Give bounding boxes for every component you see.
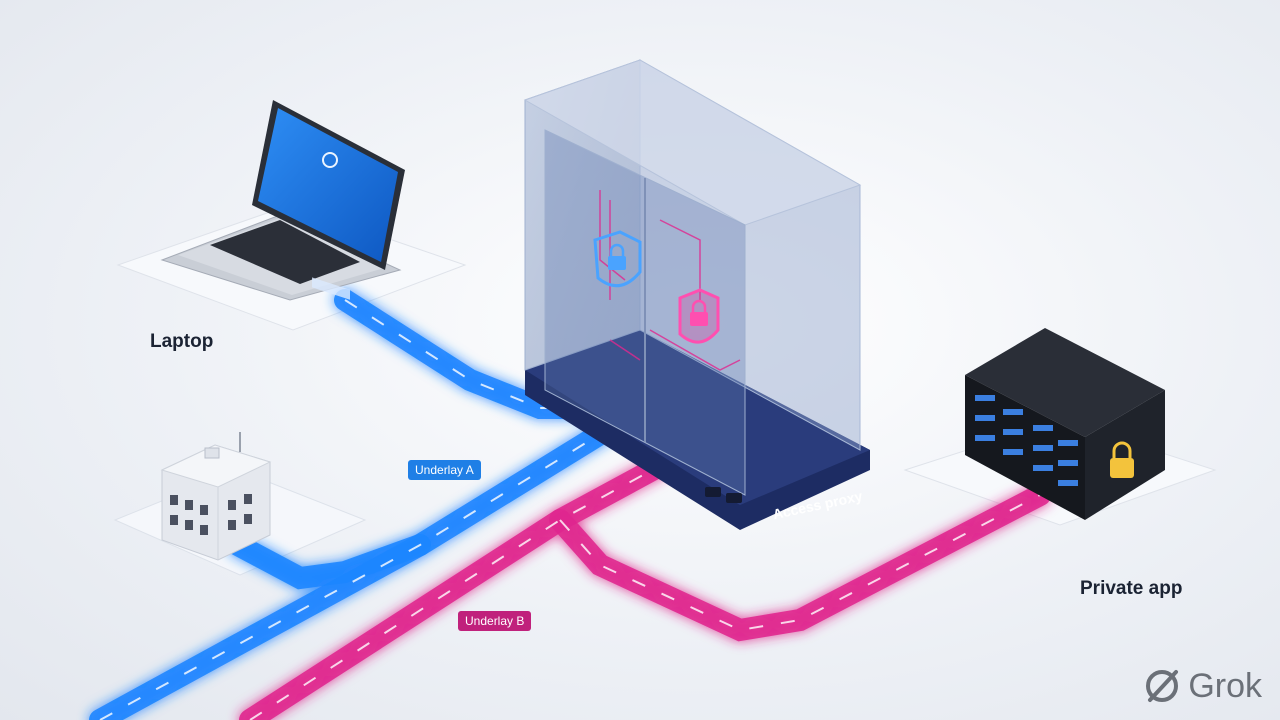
- server-icon: [965, 328, 1165, 520]
- watermark: Grok: [1142, 666, 1262, 706]
- underlay-a-path: [89, 289, 631, 720]
- laptop-icon: [160, 100, 405, 301]
- building-icon: [160, 432, 272, 561]
- access-proxy-box: [523, 59, 870, 530]
- underlay-a-tag: Underlay A: [408, 460, 481, 480]
- padlock-icon: [1110, 441, 1134, 478]
- laptop-label: Laptop: [150, 331, 214, 352]
- underlay-b-tag: Underlay B: [458, 611, 532, 631]
- shield-lock-icon: [593, 230, 642, 288]
- private-app-label: Private app: [1080, 578, 1183, 599]
- shield-lock-icon: [678, 288, 720, 344]
- underlay-b-path: [239, 444, 1051, 720]
- watermark-text: Grok: [1188, 666, 1262, 705]
- grok-logo-icon: [1146, 670, 1179, 702]
